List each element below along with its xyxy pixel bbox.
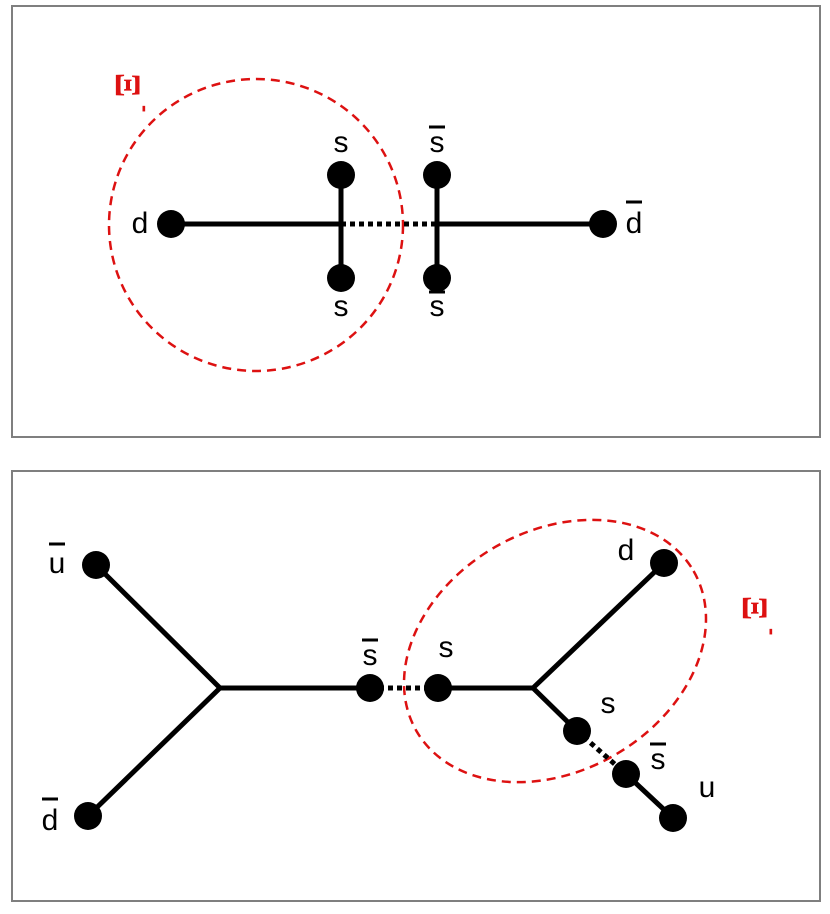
bottom-xi-outline: [402, 518, 708, 784]
bottom-quark-ubar: [82, 551, 110, 579]
top-quark-dbar: [589, 210, 617, 238]
top-xi-charge: -: [133, 105, 158, 112]
bottom-quark-s-mid: [424, 674, 452, 702]
top-quark-sbar-lower: [423, 264, 451, 292]
bottom-label-sbar-mid: s: [363, 639, 378, 672]
bottom-quark-sbar-lower: [612, 760, 640, 788]
bottom-xi-charge: -: [760, 628, 785, 635]
top-panel: Ξ - d d s s s s: [11, 5, 821, 438]
bottom-string-ubar: [94, 563, 222, 690]
top-xi-outline: [107, 77, 405, 373]
bottom-panel: Ξ - u d s s d s s u: [11, 470, 821, 902]
bottom-string-d: [531, 561, 666, 690]
top-label-d: d: [132, 207, 149, 240]
top-quark-s-lower: [327, 264, 355, 292]
bottom-label-s-mid: s: [439, 631, 454, 664]
bottom-quark-u: [659, 804, 687, 832]
bottom-label-d: d: [618, 534, 635, 567]
bottom-label-u: u: [699, 771, 716, 804]
bottom-label-s-lower: s: [601, 687, 616, 720]
top-xi-label: Ξ -: [108, 73, 158, 113]
top-quark-d: [157, 210, 185, 238]
bottom-string-dbar: [86, 686, 222, 818]
bottom-quark-sbar-mid: [356, 674, 384, 702]
bottom-quark-s-lower: [563, 717, 591, 745]
bottom-label-dbar: d: [42, 804, 59, 837]
bottom-quark-d: [650, 549, 678, 577]
top-label-s-upper: s: [334, 126, 349, 159]
top-quark-sbar-upper: [423, 161, 451, 189]
top-label-sbar-upper: s: [430, 126, 445, 159]
bottom-xi-symbol: Ξ: [735, 596, 775, 620]
top-quark-s-upper: [327, 161, 355, 189]
bottom-label-ubar: u: [49, 547, 66, 580]
top-label-s-lower: s: [334, 290, 349, 323]
bottom-xi-label: Ξ -: [735, 596, 785, 636]
top-label-sbar-lower: s: [430, 290, 445, 323]
bottom-label-sbar-lower: s: [651, 743, 666, 776]
bottom-quark-dbar: [74, 802, 102, 830]
top-label-dbar: d: [626, 207, 643, 240]
top-xi-symbol: Ξ: [108, 73, 148, 97]
